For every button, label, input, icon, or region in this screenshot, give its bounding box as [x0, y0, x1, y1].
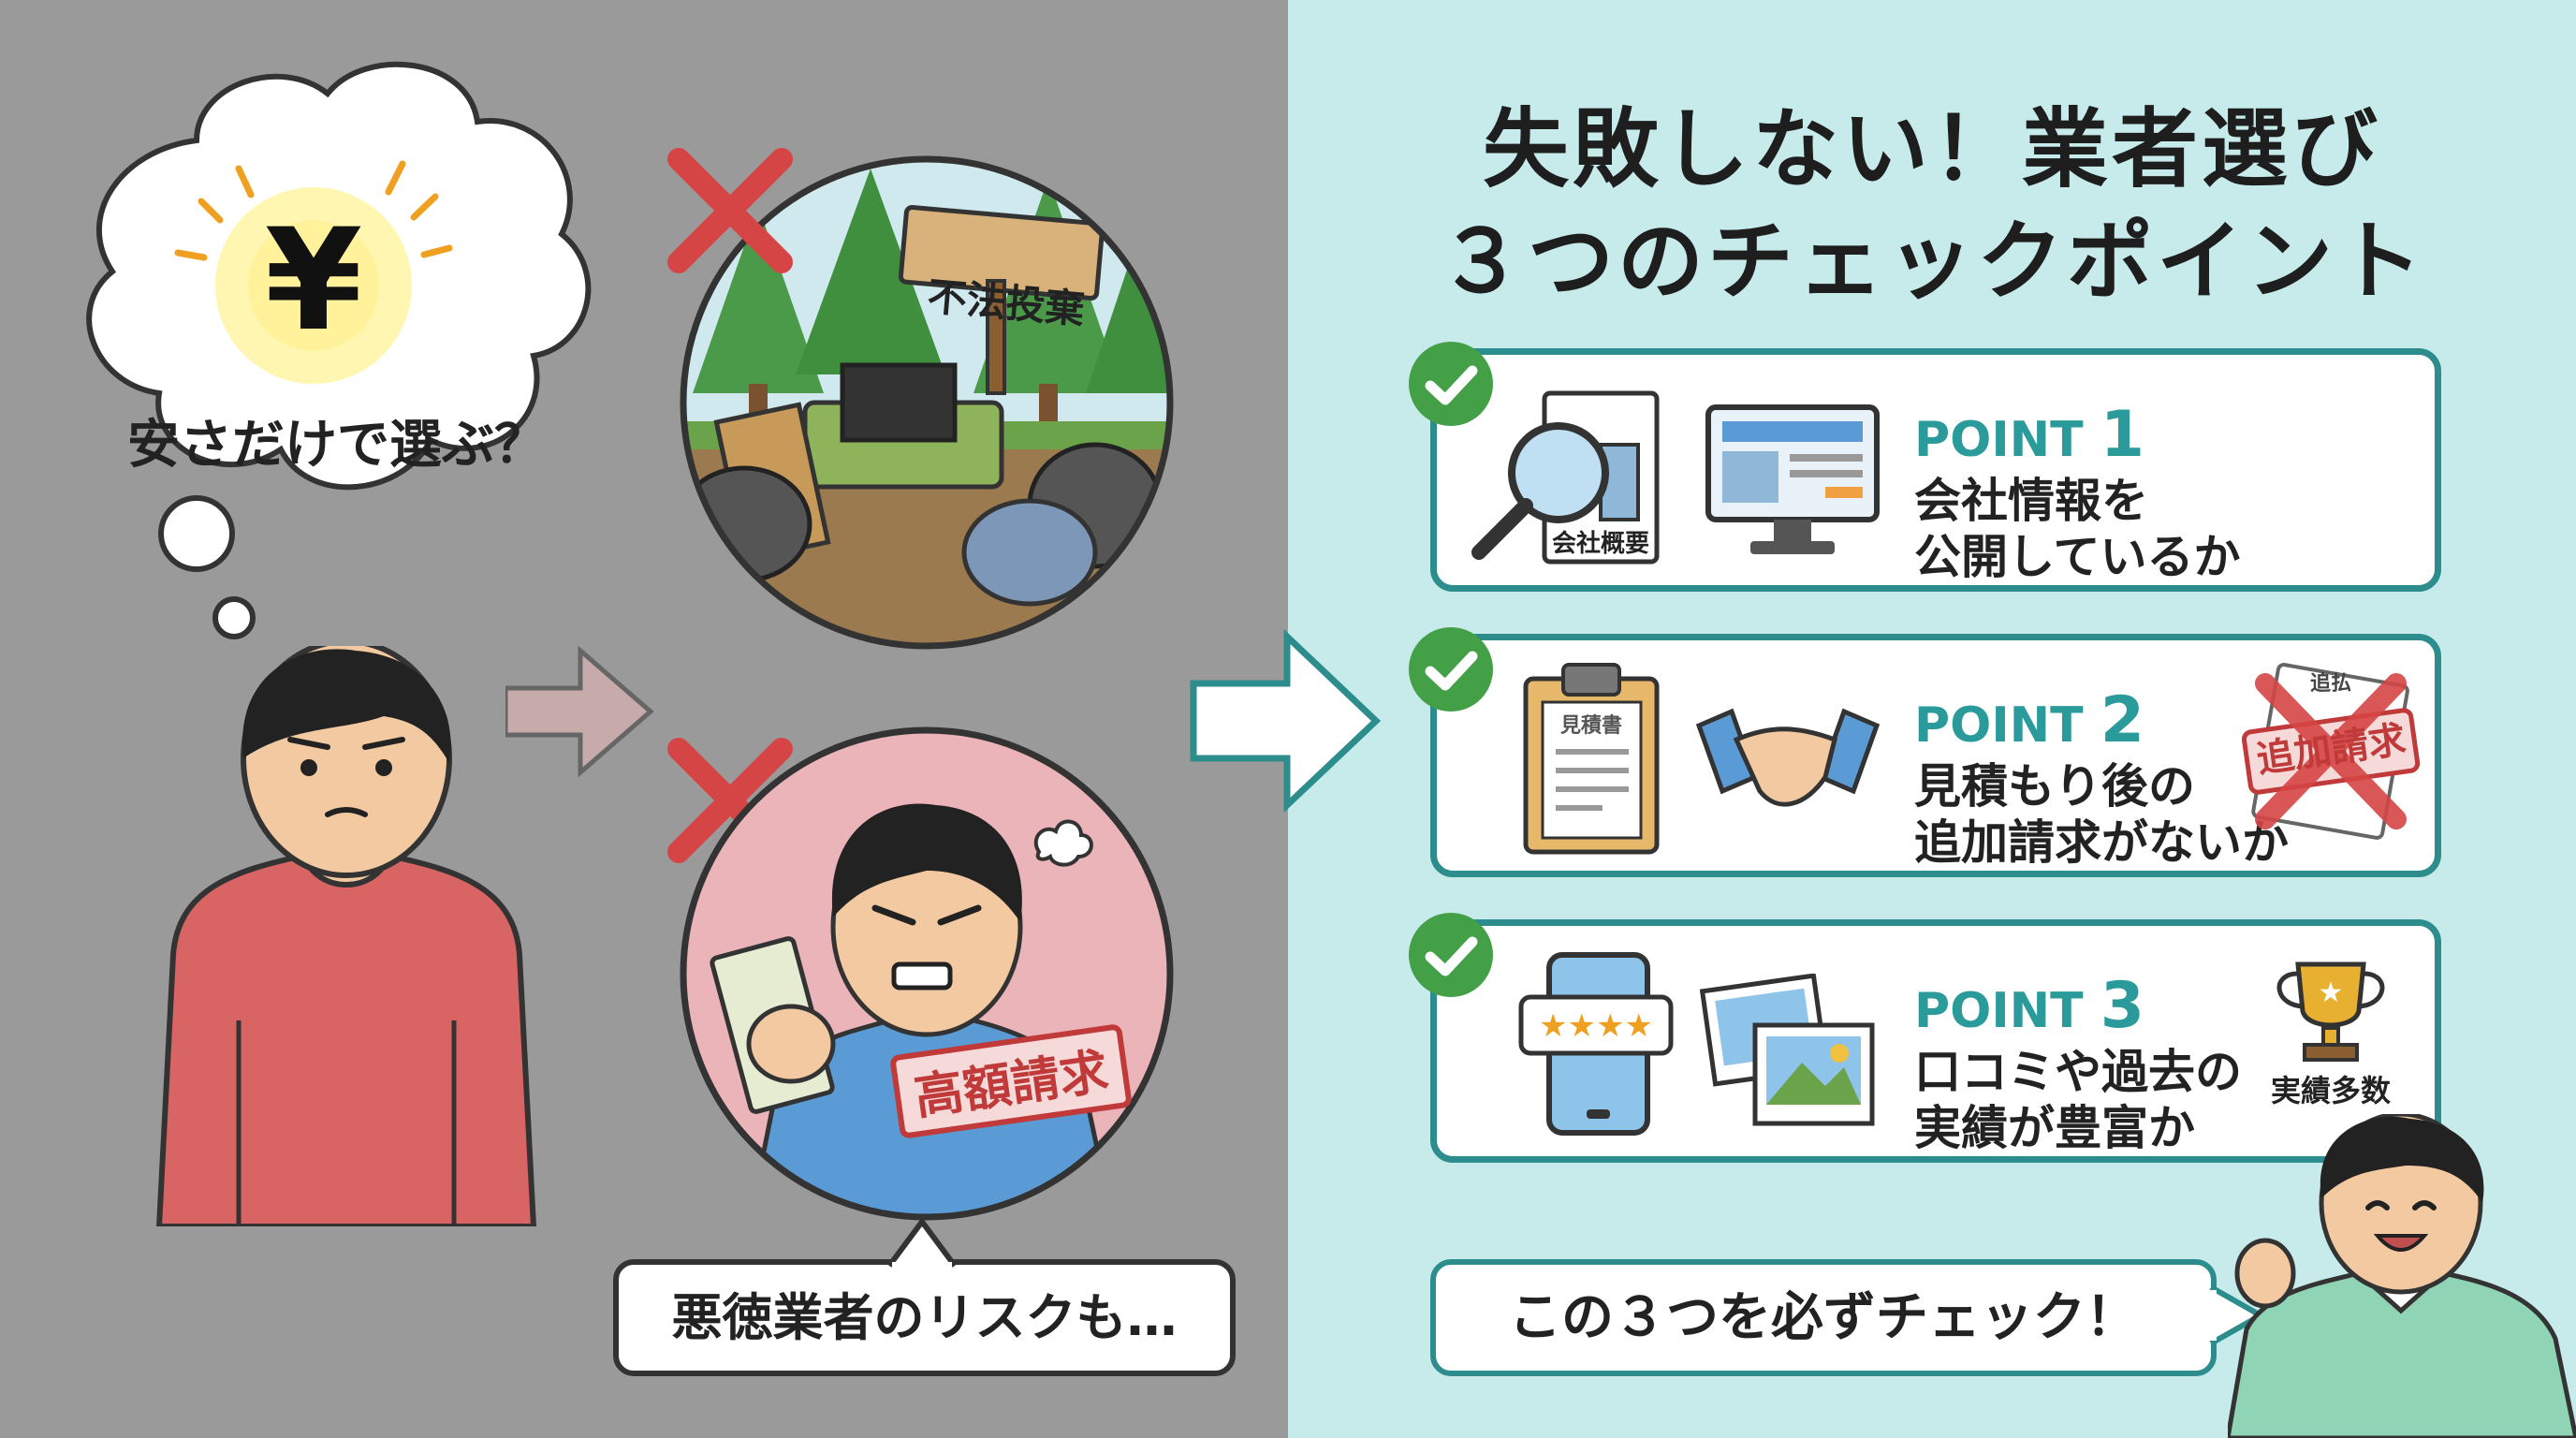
point-label-3: POINT 3	[1914, 969, 2144, 1043]
worried-man-illustration	[155, 646, 537, 1226]
point-word: POINT	[1914, 983, 2084, 1039]
point-label-2: POINT 2	[1914, 683, 2144, 757]
handshake-icon	[1695, 708, 1881, 807]
point-word: POINT	[1914, 697, 2084, 754]
speech-tail	[886, 1217, 958, 1269]
check-icon	[1409, 342, 1493, 426]
overcharge-illustration	[680, 726, 1174, 1221]
cross-mark-icon	[667, 148, 793, 273]
company-profile-caption: 会社概要	[1551, 530, 1649, 558]
anger-puff-icon	[1033, 819, 1093, 867]
point-1-line2: 公開しているか	[1914, 530, 2241, 584]
estimate-clipboard-icon	[1523, 663, 1660, 855]
check-speech-bubble	[1430, 1259, 2217, 1376]
arrow-right-icon	[505, 646, 654, 777]
extra-charge-small-text: 追払	[2309, 672, 2351, 696]
trophy-caption: 実績多数	[2270, 1073, 2391, 1108]
trophy-icon: ★	[2276, 961, 2385, 1062]
thought-text: 安さだけで選ぶ？	[127, 415, 547, 476]
no-extra-charge-icon	[2241, 663, 2421, 840]
risk-text: 悪徳業者のリスクも…	[671, 1288, 1178, 1347]
page-title-line2: ３つのチェックポイント	[1437, 212, 2426, 312]
point-number: 2	[2100, 683, 2145, 757]
check-icon	[1409, 627, 1493, 712]
page-title-line1: 失敗しない！業者選び	[1482, 99, 2381, 199]
point-2-text: 見積もり後の追加請求がないか	[1914, 758, 2289, 871]
risk-speech-bubble	[613, 1259, 1236, 1376]
check-icon	[1409, 913, 1493, 997]
point-1-text: 会社情報を公開しているか	[1914, 473, 2241, 585]
point-label-1: POINT 1	[1914, 398, 2144, 472]
point-number: 1	[2100, 398, 2145, 472]
point-2-line1: 見積もり後の	[1914, 759, 2195, 814]
point-3-line1: 口コミや過去の	[1914, 1045, 2242, 1099]
point-3-line2: 実績が豊富か	[1914, 1101, 2195, 1155]
estimate-caption: 見積書	[1559, 714, 1622, 738]
point-2-line2: 追加請求がないか	[1914, 815, 2289, 870]
check-text: この３つを必ずチェック！	[1509, 1287, 2138, 1348]
thought-bubble	[86, 61, 592, 639]
point-word: POINT	[1914, 412, 2084, 468]
yen-icon: ¥	[264, 199, 363, 362]
svg-text:★★★★: ★★★★	[1539, 1007, 1653, 1045]
point-number: 3	[2100, 969, 2145, 1043]
monitor-icon	[1705, 404, 1880, 554]
svg-text:★: ★	[2319, 976, 2344, 1009]
point-3-text: 口コミや過去の実績が豊富か	[1914, 1044, 2242, 1156]
happy-man-illustration	[2228, 1114, 2576, 1438]
photos-icon	[1699, 974, 1875, 1126]
arrow-right-icon	[1190, 628, 1382, 814]
smartphone-review-icon: ★★★★	[1518, 952, 1674, 1136]
company-profile-search-icon	[1471, 390, 1660, 565]
point-1-line1: 会社情報を	[1914, 474, 2148, 528]
